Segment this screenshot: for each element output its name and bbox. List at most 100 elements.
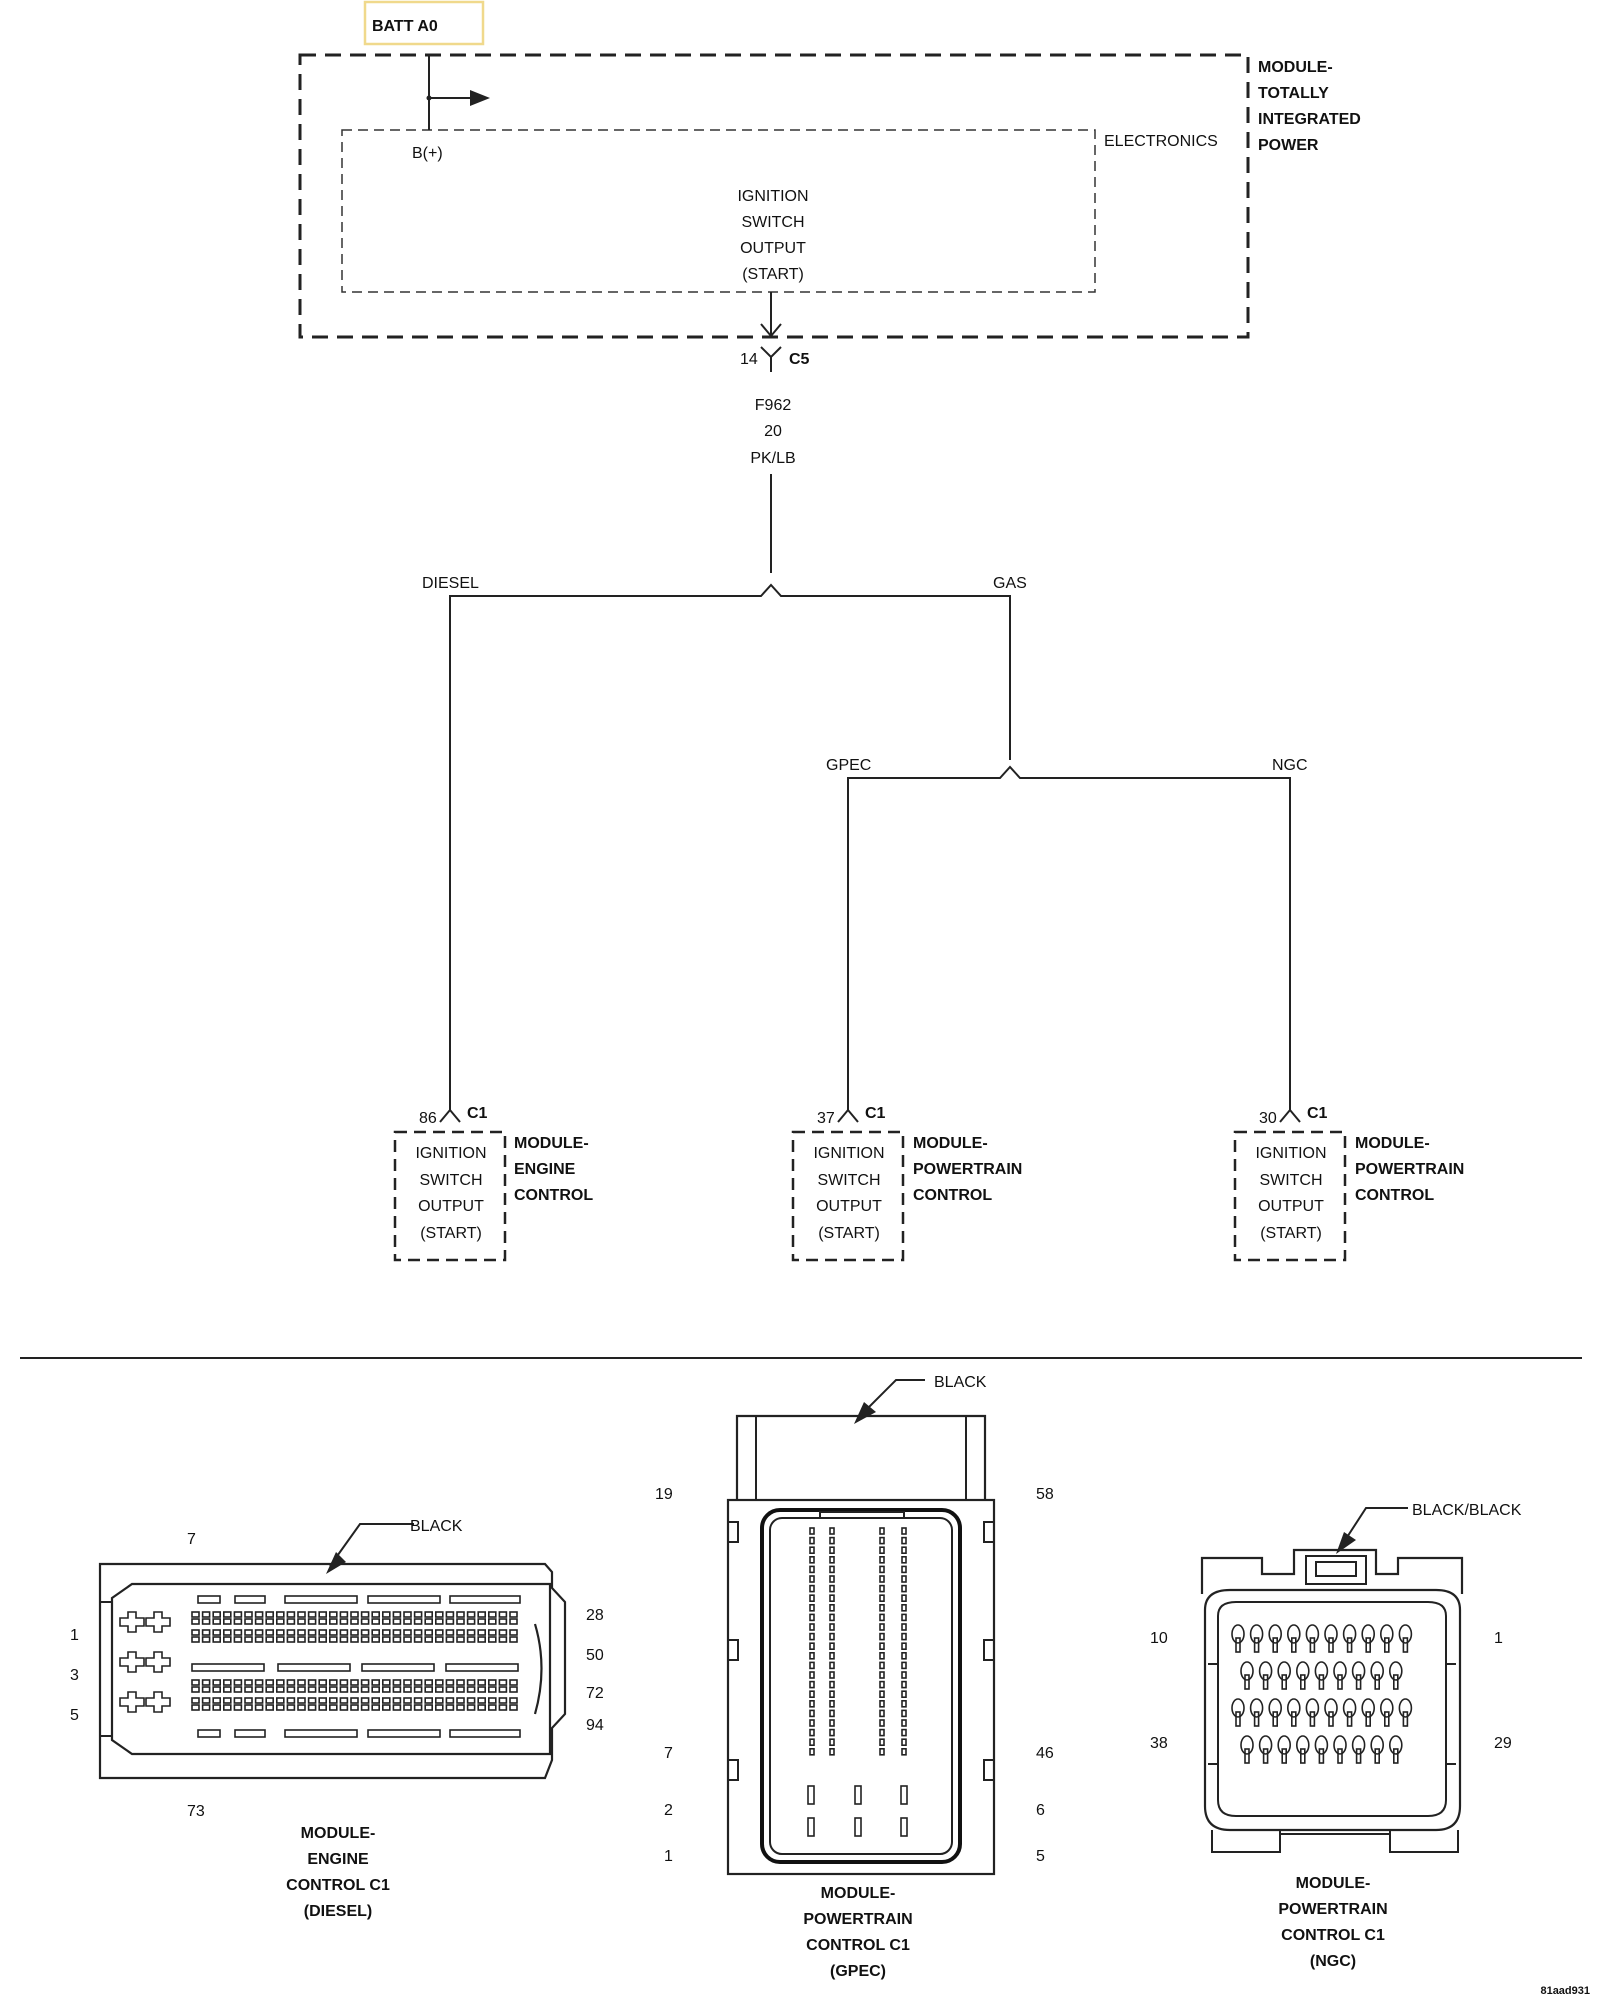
gpec-pin-58: 58 bbox=[1036, 1486, 1054, 1503]
gpec-connector: C1 bbox=[865, 1105, 886, 1122]
connector-pin bbox=[297, 1697, 306, 1704]
connector-pin bbox=[339, 1679, 349, 1686]
connector-pin bbox=[244, 1704, 253, 1711]
connector-pin bbox=[254, 1686, 264, 1693]
connector-pin bbox=[254, 1618, 264, 1625]
wire-gauge: 20 bbox=[764, 423, 782, 440]
connector-pin bbox=[466, 1636, 476, 1643]
connector-pin bbox=[265, 1636, 275, 1643]
connector-pin bbox=[1374, 1674, 1380, 1690]
connector-pin bbox=[487, 1686, 497, 1693]
connector-pin bbox=[286, 1686, 296, 1693]
tipm-name-4: POWER bbox=[1258, 137, 1319, 154]
connector-pin bbox=[286, 1704, 296, 1711]
branch-gas: GAS bbox=[993, 575, 1027, 592]
connector-pin bbox=[1249, 1624, 1264, 1644]
connector-pin bbox=[809, 1690, 815, 1698]
connector-pin bbox=[509, 1686, 518, 1693]
connector-pin bbox=[809, 1536, 815, 1545]
ecm-func-2: SWITCH bbox=[419, 1172, 482, 1189]
connector-pin bbox=[254, 1704, 264, 1711]
connector-pin bbox=[191, 1636, 200, 1643]
diesel-caption-2: ENGINE bbox=[307, 1851, 369, 1868]
connector-pin bbox=[1277, 1661, 1291, 1681]
connector-pin bbox=[809, 1556, 815, 1564]
connector-pin bbox=[1337, 1674, 1343, 1690]
connector-pin bbox=[477, 1618, 487, 1625]
gpec-caption-4: (GPEC) bbox=[830, 1963, 886, 1980]
diesel-pin-94: 94 bbox=[586, 1717, 604, 1734]
connector-pin bbox=[191, 1611, 200, 1618]
connector-pin bbox=[201, 1686, 211, 1693]
electronics-label: ELECTRONICS bbox=[1104, 133, 1218, 150]
connector-pin bbox=[879, 1556, 885, 1564]
ngc-connector-face bbox=[1200, 1507, 1464, 1853]
connector-pin bbox=[901, 1652, 907, 1660]
diesel-pin-28: 28 bbox=[586, 1607, 604, 1624]
connector-pin bbox=[509, 1629, 518, 1636]
connector-pin bbox=[445, 1697, 455, 1704]
connector-pin bbox=[254, 1636, 264, 1643]
connector-pin bbox=[413, 1686, 423, 1693]
connector-pin bbox=[381, 1618, 391, 1625]
gpec-pin: 37 bbox=[817, 1110, 835, 1127]
connector-pin bbox=[350, 1618, 359, 1625]
connector-pin bbox=[434, 1679, 444, 1686]
connector-pin bbox=[1305, 1624, 1320, 1644]
connector-pin bbox=[350, 1629, 359, 1636]
connector-pin bbox=[307, 1704, 317, 1711]
connector-pin bbox=[191, 1679, 200, 1686]
connector-pin bbox=[879, 1546, 885, 1554]
diesel-caption-4: (DIESEL) bbox=[304, 1903, 372, 1920]
ngc-name-1: MODULE- bbox=[1355, 1135, 1430, 1152]
connector-pin bbox=[275, 1629, 285, 1636]
gpec-caption-2: POWERTRAIN bbox=[803, 1911, 912, 1928]
connector-pin bbox=[1402, 1711, 1409, 1727]
connector-pin bbox=[286, 1629, 296, 1636]
connector-pin bbox=[1328, 1711, 1334, 1727]
connector-pin bbox=[307, 1629, 317, 1636]
connector-pin bbox=[424, 1611, 434, 1618]
connector-pin bbox=[1300, 1748, 1306, 1764]
connector-pin bbox=[434, 1704, 444, 1711]
connector-pin bbox=[445, 1704, 455, 1711]
connector-pin bbox=[350, 1679, 359, 1686]
connector-pin bbox=[223, 1629, 232, 1636]
connector-pin bbox=[1389, 1735, 1403, 1755]
connector-pin bbox=[350, 1611, 359, 1618]
diesel-caption-1: MODULE- bbox=[301, 1825, 376, 1842]
connector-pin bbox=[392, 1618, 402, 1625]
connector-pin bbox=[879, 1565, 885, 1574]
connector-pin bbox=[879, 1575, 885, 1583]
gpec-name-3: CONTROL bbox=[913, 1187, 992, 1204]
connector-pin bbox=[445, 1679, 455, 1686]
connector-pin bbox=[487, 1697, 497, 1704]
diesel-caption-3: CONTROL C1 bbox=[286, 1877, 390, 1894]
connector-pin bbox=[212, 1611, 221, 1618]
connector-pin bbox=[809, 1632, 815, 1641]
connector-pin bbox=[829, 1661, 835, 1670]
connector-pin bbox=[350, 1686, 359, 1693]
connector-pin bbox=[233, 1636, 243, 1643]
connector-pin bbox=[498, 1618, 508, 1625]
connector-pin bbox=[879, 1719, 885, 1727]
connector-pin bbox=[328, 1679, 338, 1686]
connector-pin bbox=[456, 1629, 465, 1636]
diesel-color: BLACK bbox=[410, 1518, 463, 1535]
connector-pin bbox=[339, 1629, 349, 1636]
connector-pin bbox=[879, 1594, 885, 1602]
connector-pin bbox=[901, 1642, 907, 1650]
connector-pin bbox=[829, 1642, 835, 1650]
ngc-caption-3: CONTROL C1 bbox=[1281, 1927, 1385, 1944]
connector-pin bbox=[223, 1704, 232, 1711]
connector-pin bbox=[809, 1680, 815, 1689]
connector-pin bbox=[339, 1611, 349, 1618]
connector-pin bbox=[487, 1618, 497, 1625]
image-code: 81aad931 bbox=[1540, 1985, 1590, 1997]
diesel-pin-7: 7 bbox=[187, 1531, 196, 1548]
connector-pin bbox=[360, 1629, 370, 1636]
connector-pin bbox=[829, 1748, 835, 1756]
connector-pin bbox=[223, 1679, 232, 1686]
connector-pin bbox=[445, 1629, 455, 1636]
connector-pin bbox=[1318, 1748, 1325, 1764]
